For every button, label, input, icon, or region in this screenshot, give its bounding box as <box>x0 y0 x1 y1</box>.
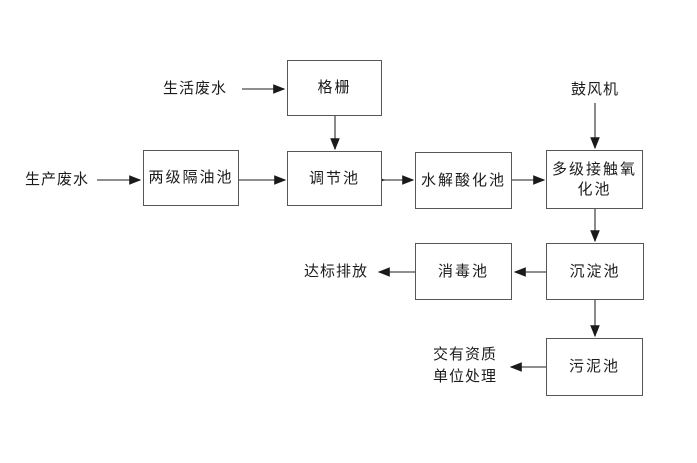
node-sludge-tank-label: 污泥池 <box>568 359 620 375</box>
node-regulating-tank-label: 调节池 <box>308 170 360 187</box>
node-oxidation-tank-label: 多级接触氧化池 <box>551 161 637 198</box>
node-grating-label: 格栅 <box>317 80 352 96</box>
node-disinfection-tank: 消毒池 <box>415 243 512 300</box>
node-regulating-tank: 调节池 <box>287 151 382 206</box>
node-sludge-tank: 污泥池 <box>546 338 643 396</box>
label-standard-discharge: 达标排放 <box>303 264 368 280</box>
label-blower: 鼓风机 <box>570 82 619 98</box>
node-hydrolysis-tank: 水解酸化池 <box>415 152 512 209</box>
node-grating: 格栅 <box>287 60 382 116</box>
node-sedimentation-tank: 沉淀池 <box>546 243 644 300</box>
node-oil-separator-label: 两级隔油池 <box>148 170 234 186</box>
label-production-wastewater: 生产废水 <box>24 172 89 188</box>
label-domestic-wastewater: 生活废水 <box>162 81 227 97</box>
node-sedimentation-tank-label: 沉淀池 <box>569 263 621 280</box>
node-hydrolysis-tank-label: 水解酸化池 <box>420 172 506 189</box>
node-oxidation-tank: 多级接触氧化池 <box>546 150 643 209</box>
node-oil-separator: 两级隔油池 <box>143 150 239 206</box>
node-disinfection-tank-label: 消毒池 <box>437 263 489 280</box>
label-qualified-unit-disposal: 交有资质 单位处理 <box>433 347 498 385</box>
